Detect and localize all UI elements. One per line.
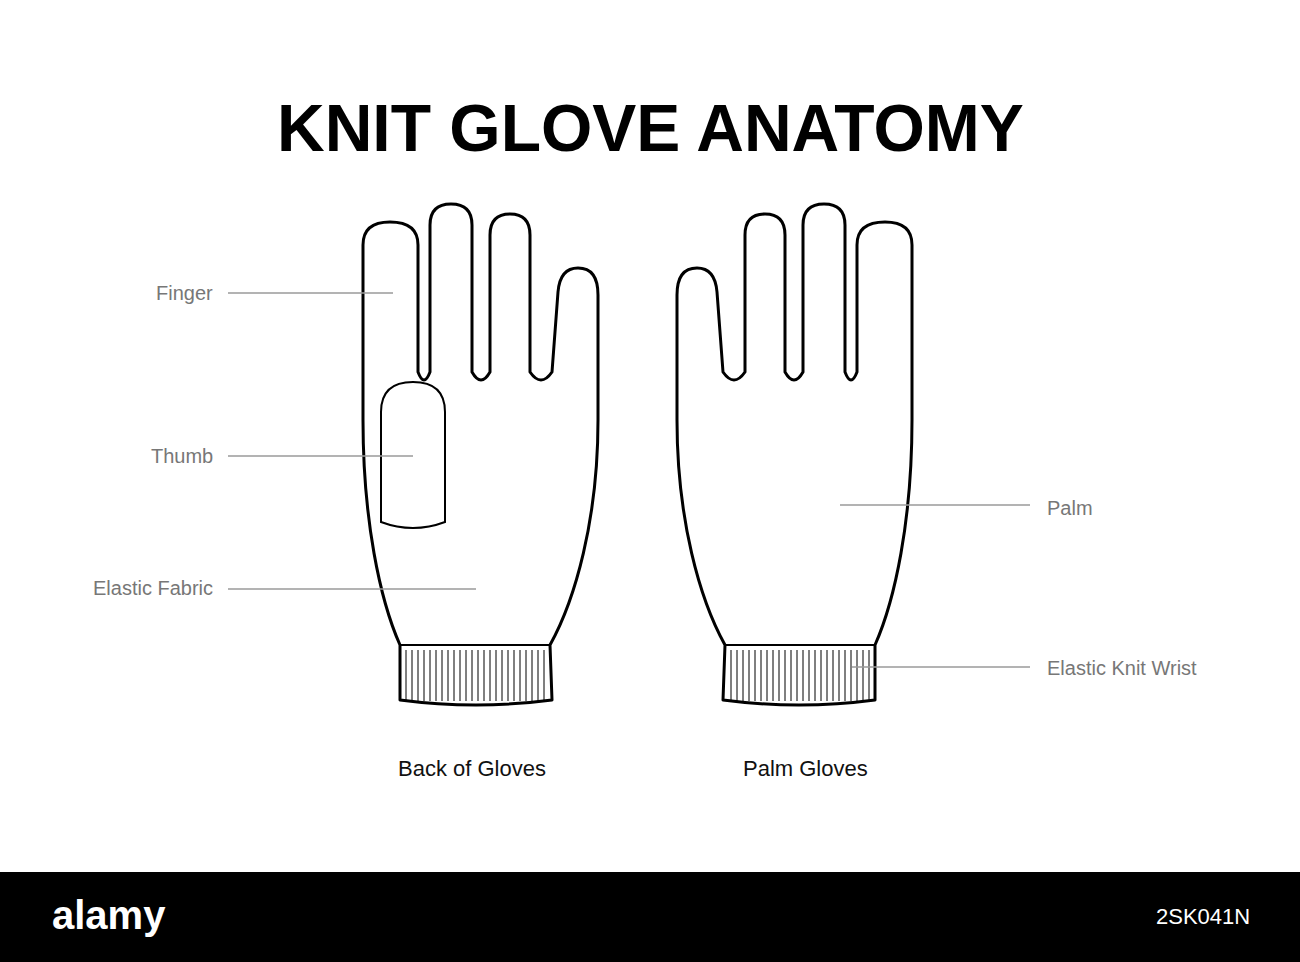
leader-lines (228, 293, 1030, 667)
rib-stroke (863, 650, 864, 701)
view-caption: Back of Gloves (398, 757, 546, 781)
rib-stroke (454, 650, 455, 701)
part-label: Elastic Knit Wrist (1047, 657, 1197, 679)
rib-stroke (827, 650, 828, 701)
rib-stroke (785, 650, 786, 701)
glove-back (363, 204, 598, 705)
rib-stroke (532, 650, 533, 701)
glove-palm (677, 204, 912, 705)
part-label: Elastic Fabric (93, 577, 213, 599)
image-id: 2SK041N (1156, 905, 1250, 929)
rib-stroke (544, 650, 545, 701)
rib-stroke (508, 650, 509, 701)
view-caption: Palm Gloves (743, 757, 868, 781)
rib-stroke (731, 650, 732, 701)
rib-stroke (839, 650, 840, 701)
rib-stroke (496, 650, 497, 701)
rib-stroke (514, 650, 515, 701)
rib-stroke (490, 650, 491, 701)
rib-stroke (406, 650, 407, 701)
rib-stroke (466, 650, 467, 701)
rib-stroke (412, 650, 413, 701)
rib-stroke (869, 650, 870, 701)
rib-stroke (442, 650, 443, 701)
rib-stroke (761, 650, 762, 701)
rib-stroke (526, 650, 527, 701)
rib-stroke (520, 650, 521, 701)
rib-stroke (448, 650, 449, 701)
rib-stroke (845, 650, 846, 701)
footer-bar (0, 872, 1300, 962)
rib-stroke (857, 650, 858, 701)
part-label: Palm (1047, 497, 1093, 519)
rib-stroke (851, 650, 852, 701)
rib-stroke (755, 650, 756, 701)
rib-stroke (430, 650, 431, 701)
rib-stroke (478, 650, 479, 701)
rib-stroke (815, 650, 816, 701)
rib-stroke (803, 650, 804, 701)
rib-stroke (460, 650, 461, 701)
rib-stroke (436, 650, 437, 701)
rib-stroke (424, 650, 425, 701)
rib-stroke (779, 650, 780, 701)
title: KNIT GLOVE ANATOMY (277, 92, 1024, 165)
part-label: Thumb (151, 445, 213, 467)
rib-stroke (484, 650, 485, 701)
rib-stroke (737, 650, 738, 701)
rib-stroke (821, 650, 822, 701)
rib-stroke (743, 650, 744, 701)
rib-stroke (418, 650, 419, 701)
rib-stroke (791, 650, 792, 701)
part-label: Finger (156, 282, 213, 304)
rib-stroke (538, 650, 539, 701)
rib-stroke (749, 650, 750, 701)
rib-stroke (833, 650, 834, 701)
rib-stroke (767, 650, 768, 701)
rib-stroke (809, 650, 810, 701)
rib-stroke (472, 650, 473, 701)
rib-stroke (773, 650, 774, 701)
rib-stroke (797, 650, 798, 701)
rib-stroke (502, 650, 503, 701)
watermark: alamy (52, 893, 165, 937)
